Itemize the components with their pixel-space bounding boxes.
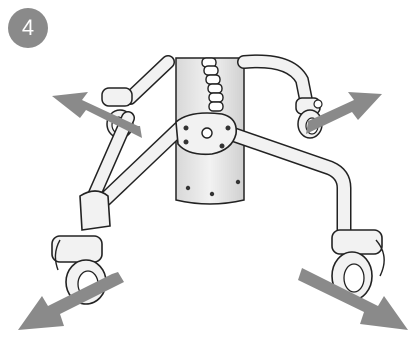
arrow-up-right bbox=[306, 92, 382, 134]
leg-front-right bbox=[218, 124, 352, 240]
arrow-up-left bbox=[52, 92, 142, 138]
caster-front-right bbox=[331, 229, 385, 301]
leg-back-right bbox=[237, 54, 313, 107]
arrow-down-left bbox=[18, 272, 124, 330]
step-number-badge: 4 bbox=[8, 8, 48, 48]
chain-links bbox=[201, 57, 224, 112]
leg-front-left bbox=[85, 111, 188, 214]
hub-plate bbox=[175, 112, 238, 156]
arrow-down-right bbox=[298, 268, 408, 330]
step-number: 4 bbox=[21, 15, 35, 40]
leg-back-left bbox=[123, 55, 175, 105]
